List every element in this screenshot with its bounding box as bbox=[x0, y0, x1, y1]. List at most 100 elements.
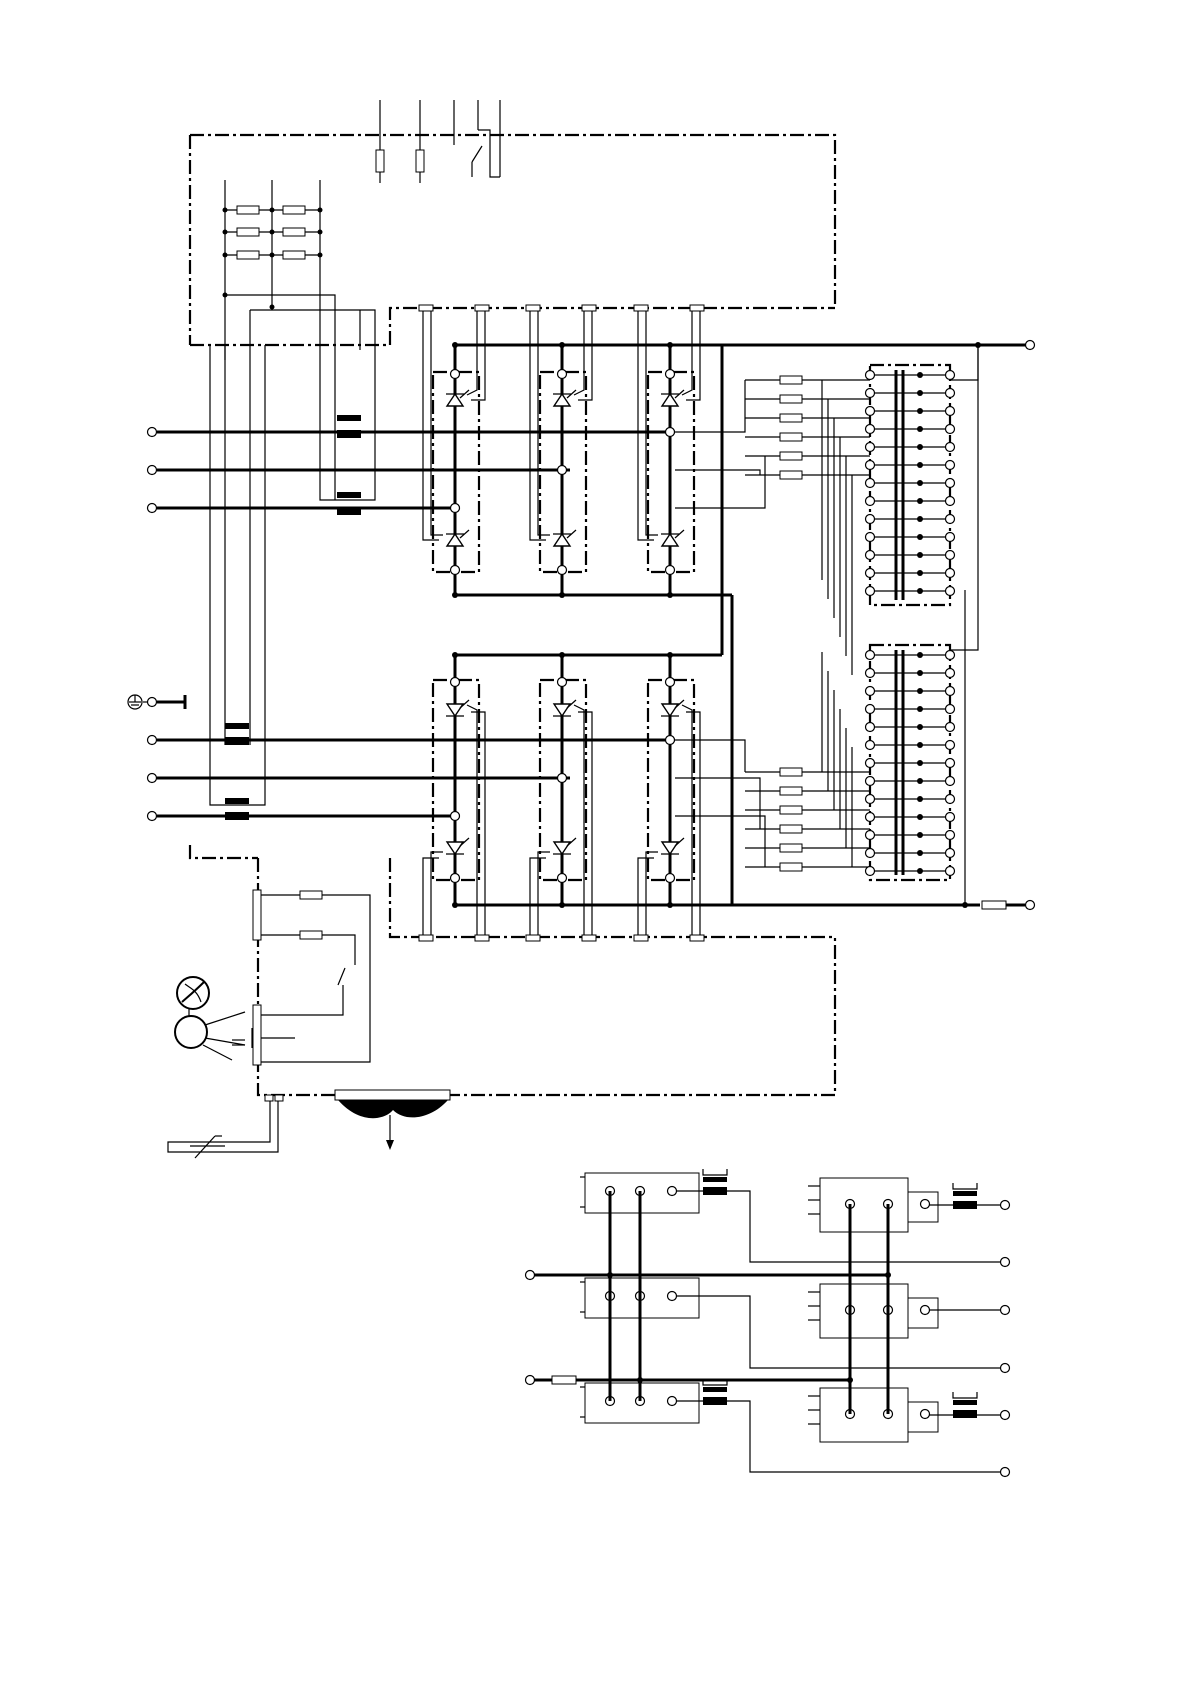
capacitor-terminal bbox=[946, 831, 955, 840]
capacitor-terminal bbox=[866, 669, 875, 678]
thyristor-body bbox=[447, 842, 463, 854]
output-terminal bbox=[1001, 1468, 1010, 1477]
module-terminal bbox=[668, 1292, 677, 1301]
wire bbox=[953, 1392, 977, 1398]
capacitor-terminal bbox=[866, 407, 875, 416]
rectangle-resistor bbox=[780, 863, 802, 871]
triangle-thyristor bbox=[553, 390, 576, 406]
bar-current-transformer bbox=[953, 1400, 977, 1405]
wire bbox=[675, 380, 745, 432]
capacitor-terminal bbox=[866, 741, 875, 750]
output-terminal bbox=[1001, 1201, 1010, 1210]
thyristor-body bbox=[447, 704, 463, 716]
module-terminal bbox=[666, 874, 675, 883]
triangle-thyristor bbox=[446, 530, 469, 546]
rectangle-resistor bbox=[780, 376, 802, 384]
rectangle-fuse bbox=[552, 1376, 576, 1384]
input-terminal bbox=[526, 1271, 535, 1280]
connector bbox=[419, 935, 433, 941]
capacitor-terminal bbox=[866, 425, 875, 434]
thyristor-body bbox=[662, 842, 678, 854]
junction-dot bbox=[917, 516, 923, 522]
connector bbox=[475, 935, 489, 941]
capacitor-terminal bbox=[866, 831, 875, 840]
connector bbox=[526, 305, 540, 311]
triangle-thyristor bbox=[553, 838, 576, 854]
wire bbox=[682, 310, 692, 395]
module-terminal bbox=[558, 874, 567, 883]
capacitor-terminal bbox=[946, 425, 955, 434]
capacitor-terminal bbox=[946, 651, 955, 660]
junction-dot bbox=[917, 688, 923, 694]
module-outline bbox=[820, 1178, 908, 1232]
dc-positive-terminal bbox=[1026, 341, 1035, 350]
module-terminal bbox=[558, 678, 567, 687]
capacitor-terminal bbox=[866, 867, 875, 876]
resistor-ladder bbox=[223, 180, 376, 500]
junction-dot bbox=[917, 814, 923, 820]
snubber-block bbox=[745, 365, 955, 675]
capacitor-terminal bbox=[866, 813, 875, 822]
variable-resistor-thermistor bbox=[168, 1095, 283, 1158]
connector bbox=[690, 305, 704, 311]
junction-dot bbox=[975, 342, 981, 348]
junction-dot bbox=[917, 588, 923, 594]
connector bbox=[690, 935, 704, 941]
capacitor-terminal bbox=[866, 723, 875, 732]
circle-fan-icon bbox=[177, 977, 209, 1009]
ct-leads-left bbox=[210, 310, 375, 805]
module-terminal bbox=[451, 566, 460, 575]
module-terminal bbox=[921, 1200, 930, 1209]
rectangle-resistor bbox=[780, 395, 802, 403]
bridge-leg bbox=[634, 305, 704, 598]
capacitor-terminal bbox=[866, 705, 875, 714]
module-terminal bbox=[666, 428, 675, 437]
thyristor-body bbox=[554, 704, 570, 716]
junction-dot bbox=[917, 832, 923, 838]
bar-current-transformer bbox=[703, 1177, 727, 1182]
capacitor-terminal bbox=[866, 497, 875, 506]
capacitor-terminal bbox=[866, 759, 875, 768]
fan-fuse-1 bbox=[300, 891, 322, 899]
capacitor-terminal bbox=[946, 551, 955, 560]
junction-dot bbox=[917, 480, 923, 486]
capacitor-terminal bbox=[946, 759, 955, 768]
module-terminal bbox=[666, 370, 675, 379]
capacitor-terminal bbox=[946, 587, 955, 596]
junction-dot bbox=[917, 372, 923, 378]
bar-current-transformer bbox=[703, 1187, 727, 1195]
rectifier-module bbox=[808, 1178, 938, 1232]
junction-dot bbox=[962, 902, 968, 908]
fuse-2 bbox=[416, 150, 424, 172]
junction-dot bbox=[885, 1272, 891, 1278]
triangle-thyristor bbox=[661, 390, 684, 406]
output-terminal bbox=[1001, 1364, 1010, 1373]
triangle-thyristor bbox=[661, 700, 684, 716]
terminal-l1 bbox=[148, 428, 157, 437]
module-terminal bbox=[558, 774, 567, 783]
thyristor-bridges bbox=[419, 305, 704, 941]
triangle-thyristor bbox=[661, 530, 684, 546]
junction-dot bbox=[917, 742, 923, 748]
capacitor-terminal bbox=[946, 723, 955, 732]
rectangle-resistor bbox=[780, 806, 802, 814]
thyristor-body bbox=[554, 394, 570, 406]
junction-dot bbox=[637, 1377, 643, 1383]
connector bbox=[634, 305, 648, 311]
connector bbox=[582, 935, 596, 941]
connector bbox=[475, 305, 489, 311]
capacitor-terminal bbox=[946, 669, 955, 678]
output-terminal bbox=[1001, 1411, 1010, 1420]
triangle-thyristor bbox=[661, 838, 684, 854]
wire bbox=[675, 778, 760, 829]
capacitor-terminal bbox=[946, 497, 955, 506]
junction-dot bbox=[917, 724, 923, 730]
junction-dot bbox=[917, 498, 923, 504]
junction-dot bbox=[917, 408, 923, 414]
module-terminal bbox=[558, 466, 567, 475]
thyristor-body bbox=[662, 534, 678, 546]
module-outline bbox=[820, 1388, 908, 1442]
junction-dot bbox=[917, 534, 923, 540]
thyristor-body bbox=[447, 534, 463, 546]
